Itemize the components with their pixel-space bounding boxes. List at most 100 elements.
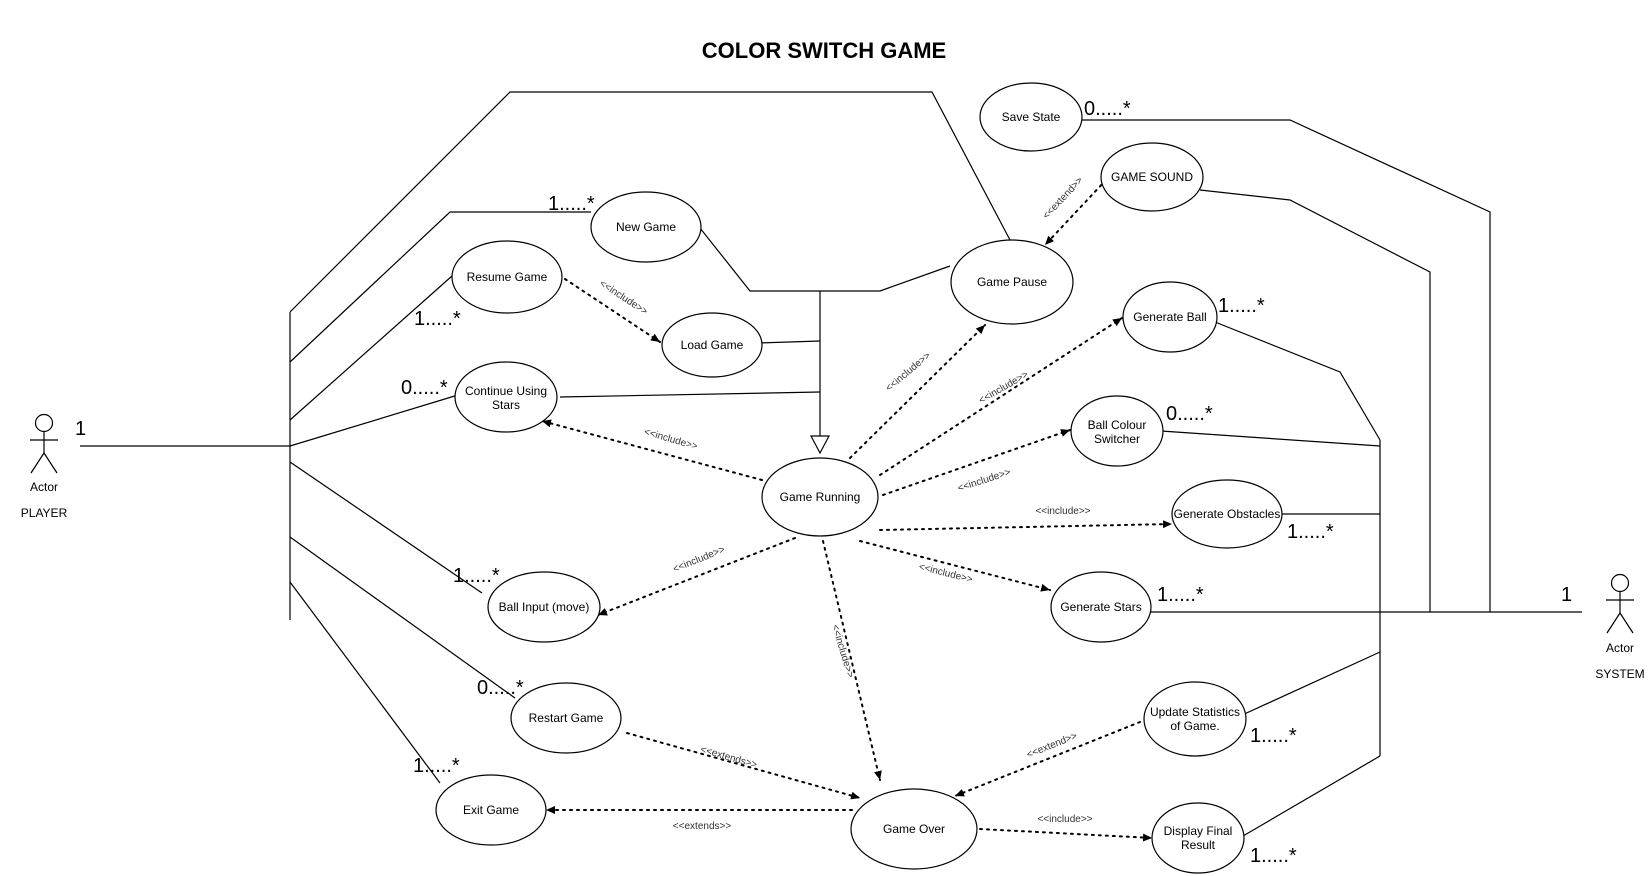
assoc-generate-ball (1214, 321, 1381, 441)
dependency-arrows (541, 179, 1173, 842)
stereo-include: <<include>> (918, 562, 974, 586)
running-includes-obstacles (879, 520, 1173, 531)
running-includes-colour (882, 429, 1071, 496)
use-cases: New Game Resume Game Load Game Continue … (435, 82, 1283, 874)
use-case-label: of Game. (1170, 719, 1219, 733)
running-includes-pause (849, 324, 986, 459)
use-case-continue-stars[interactable]: Continue Using Stars (454, 361, 558, 433)
actor-multiplicity: 1 (1561, 584, 1572, 606)
assoc-ball-input (289, 461, 483, 594)
multiplicity-continue-stars: 0.....* (401, 377, 448, 399)
multiplicity-update-stats: 1.....* (1250, 725, 1297, 747)
use-case-label: Game Pause (977, 275, 1047, 289)
use-case-label: Ball Input (move) (499, 600, 590, 614)
stereo-extends: <<extends>> (673, 821, 732, 832)
use-case-label: New Game (616, 220, 676, 234)
multiplicity-generate-ball: 1.....* (1218, 295, 1265, 317)
use-case-label: Resume Game (467, 270, 548, 284)
use-case-label: Display Final (1164, 824, 1233, 838)
multiplicity-display-result: 1.....* (1250, 845, 1297, 867)
use-case-label: Continue Using (465, 384, 547, 398)
multiplicity-generate-stars: 1.....* (1157, 584, 1204, 606)
use-case-exit-game[interactable]: Exit Game (435, 774, 547, 846)
use-case-display-result[interactable]: Display Final Result (1151, 802, 1245, 874)
multiplicity-restart-game: 0.....* (477, 677, 524, 699)
use-case-restart-game[interactable]: Restart Game (510, 682, 622, 754)
use-case-game-running[interactable]: Game Running (761, 457, 879, 537)
use-case-label: Update Statistics (1150, 705, 1240, 719)
use-case-load-game[interactable]: Load Game (661, 312, 763, 378)
running-includes-ballinput (597, 537, 796, 616)
multiplicity-resume-game: 1.....* (414, 308, 461, 330)
use-case-label: Result (1181, 838, 1216, 852)
sound-extends-pause (1044, 179, 1107, 246)
stereo-include: <<include>> (956, 467, 1012, 495)
multiplicity-ball-colour: 0.....* (1166, 403, 1213, 425)
running-includes-gameover (822, 540, 882, 781)
resume-includes-load (564, 278, 661, 343)
assoc-update-stats (1239, 651, 1381, 717)
use-case-label: Game Running (780, 490, 861, 504)
assoc-exit-game (289, 581, 441, 784)
stereo-include: <<include>> (977, 369, 1030, 406)
stereo-extends: <<extends>> (699, 744, 758, 771)
running-includes-continue (541, 419, 763, 481)
stats-extends-gameover (954, 721, 1141, 797)
multiplicity-exit-game: 1.....* (413, 755, 460, 777)
multiplicity-new-game: 1.....* (548, 193, 595, 215)
use-case-generate-obstacles[interactable]: Generate Obstacles (1171, 479, 1283, 549)
assoc-display-result (1242, 755, 1381, 837)
actor-player[interactable]: Actor PLAYER 1 (21, 413, 86, 521)
use-case-generate-stars[interactable]: Generate Stars (1050, 571, 1152, 643)
use-case-label: Stars (492, 398, 520, 412)
multiplicity-ball-input: 1.....* (453, 565, 500, 587)
actor-caption: Actor (30, 480, 58, 494)
use-case-label: Game Over (883, 822, 945, 836)
gen-load-game (758, 340, 821, 344)
stereo-include: <<include>> (829, 623, 856, 679)
use-case-label: Generate Ball (1133, 310, 1206, 324)
assoc-save-state (1082, 119, 1491, 612)
use-case-game-over[interactable]: Game Over (850, 788, 978, 870)
stick-figure-icon (1606, 573, 1634, 634)
use-case-new-game[interactable]: New Game (590, 191, 702, 263)
restart-extends-gameover (626, 732, 861, 800)
running-includes-ball (879, 317, 1123, 476)
use-case-label: Ball Colour (1088, 418, 1147, 432)
actor-name: SYSTEM (1595, 667, 1644, 681)
use-case-label: Exit Game (463, 803, 519, 817)
stereo-include: <<include>> (884, 350, 933, 394)
use-case-label: Load Game (681, 338, 744, 352)
stereo-include: <<include>> (1035, 506, 1090, 517)
gen-new-game-pause (699, 227, 951, 292)
use-case-label: Restart Game (529, 711, 604, 725)
assoc-resume-game (289, 275, 453, 421)
player-associations (80, 91, 1011, 784)
use-case-game-sound[interactable]: GAME SOUND (1100, 142, 1204, 212)
gameover-includes-result (979, 828, 1153, 842)
generalization-group (559, 227, 951, 455)
actor-system[interactable]: Actor SYSTEM 1 (1561, 573, 1645, 682)
use-case-ball-colour[interactable]: Ball Colour Switcher (1070, 395, 1164, 467)
assoc-restart-game (289, 536, 516, 699)
multiplicity-generate-obstacles: 1.....* (1287, 521, 1334, 543)
use-case-game-pause[interactable]: Game Pause (950, 239, 1074, 325)
stereo-extend: <<extend>> (1041, 175, 1086, 222)
use-case-label: Generate Stars (1060, 600, 1141, 614)
use-case-ball-input[interactable]: Ball Input (move) (487, 571, 601, 643)
assoc-game-sound (1199, 189, 1431, 612)
diagram-title: COLOR SWITCH GAME (702, 38, 946, 63)
use-case-generate-ball[interactable]: Generate Ball (1122, 281, 1218, 353)
assoc-ball-colour (1160, 430, 1381, 447)
use-case-save-state[interactable]: Save State (979, 82, 1083, 152)
assoc-continue-stars (289, 394, 459, 447)
running-includes-stars (859, 540, 1051, 592)
use-case-label: Save State (1002, 110, 1061, 124)
use-case-resume-game[interactable]: Resume Game (451, 240, 563, 314)
use-case-label: Generate Obstacles (1174, 507, 1281, 521)
use-case-label: Switcher (1094, 432, 1140, 446)
stereo-include: <<include>> (643, 427, 699, 453)
use-case-update-stats[interactable]: Update Statistics of Game. (1143, 681, 1247, 757)
